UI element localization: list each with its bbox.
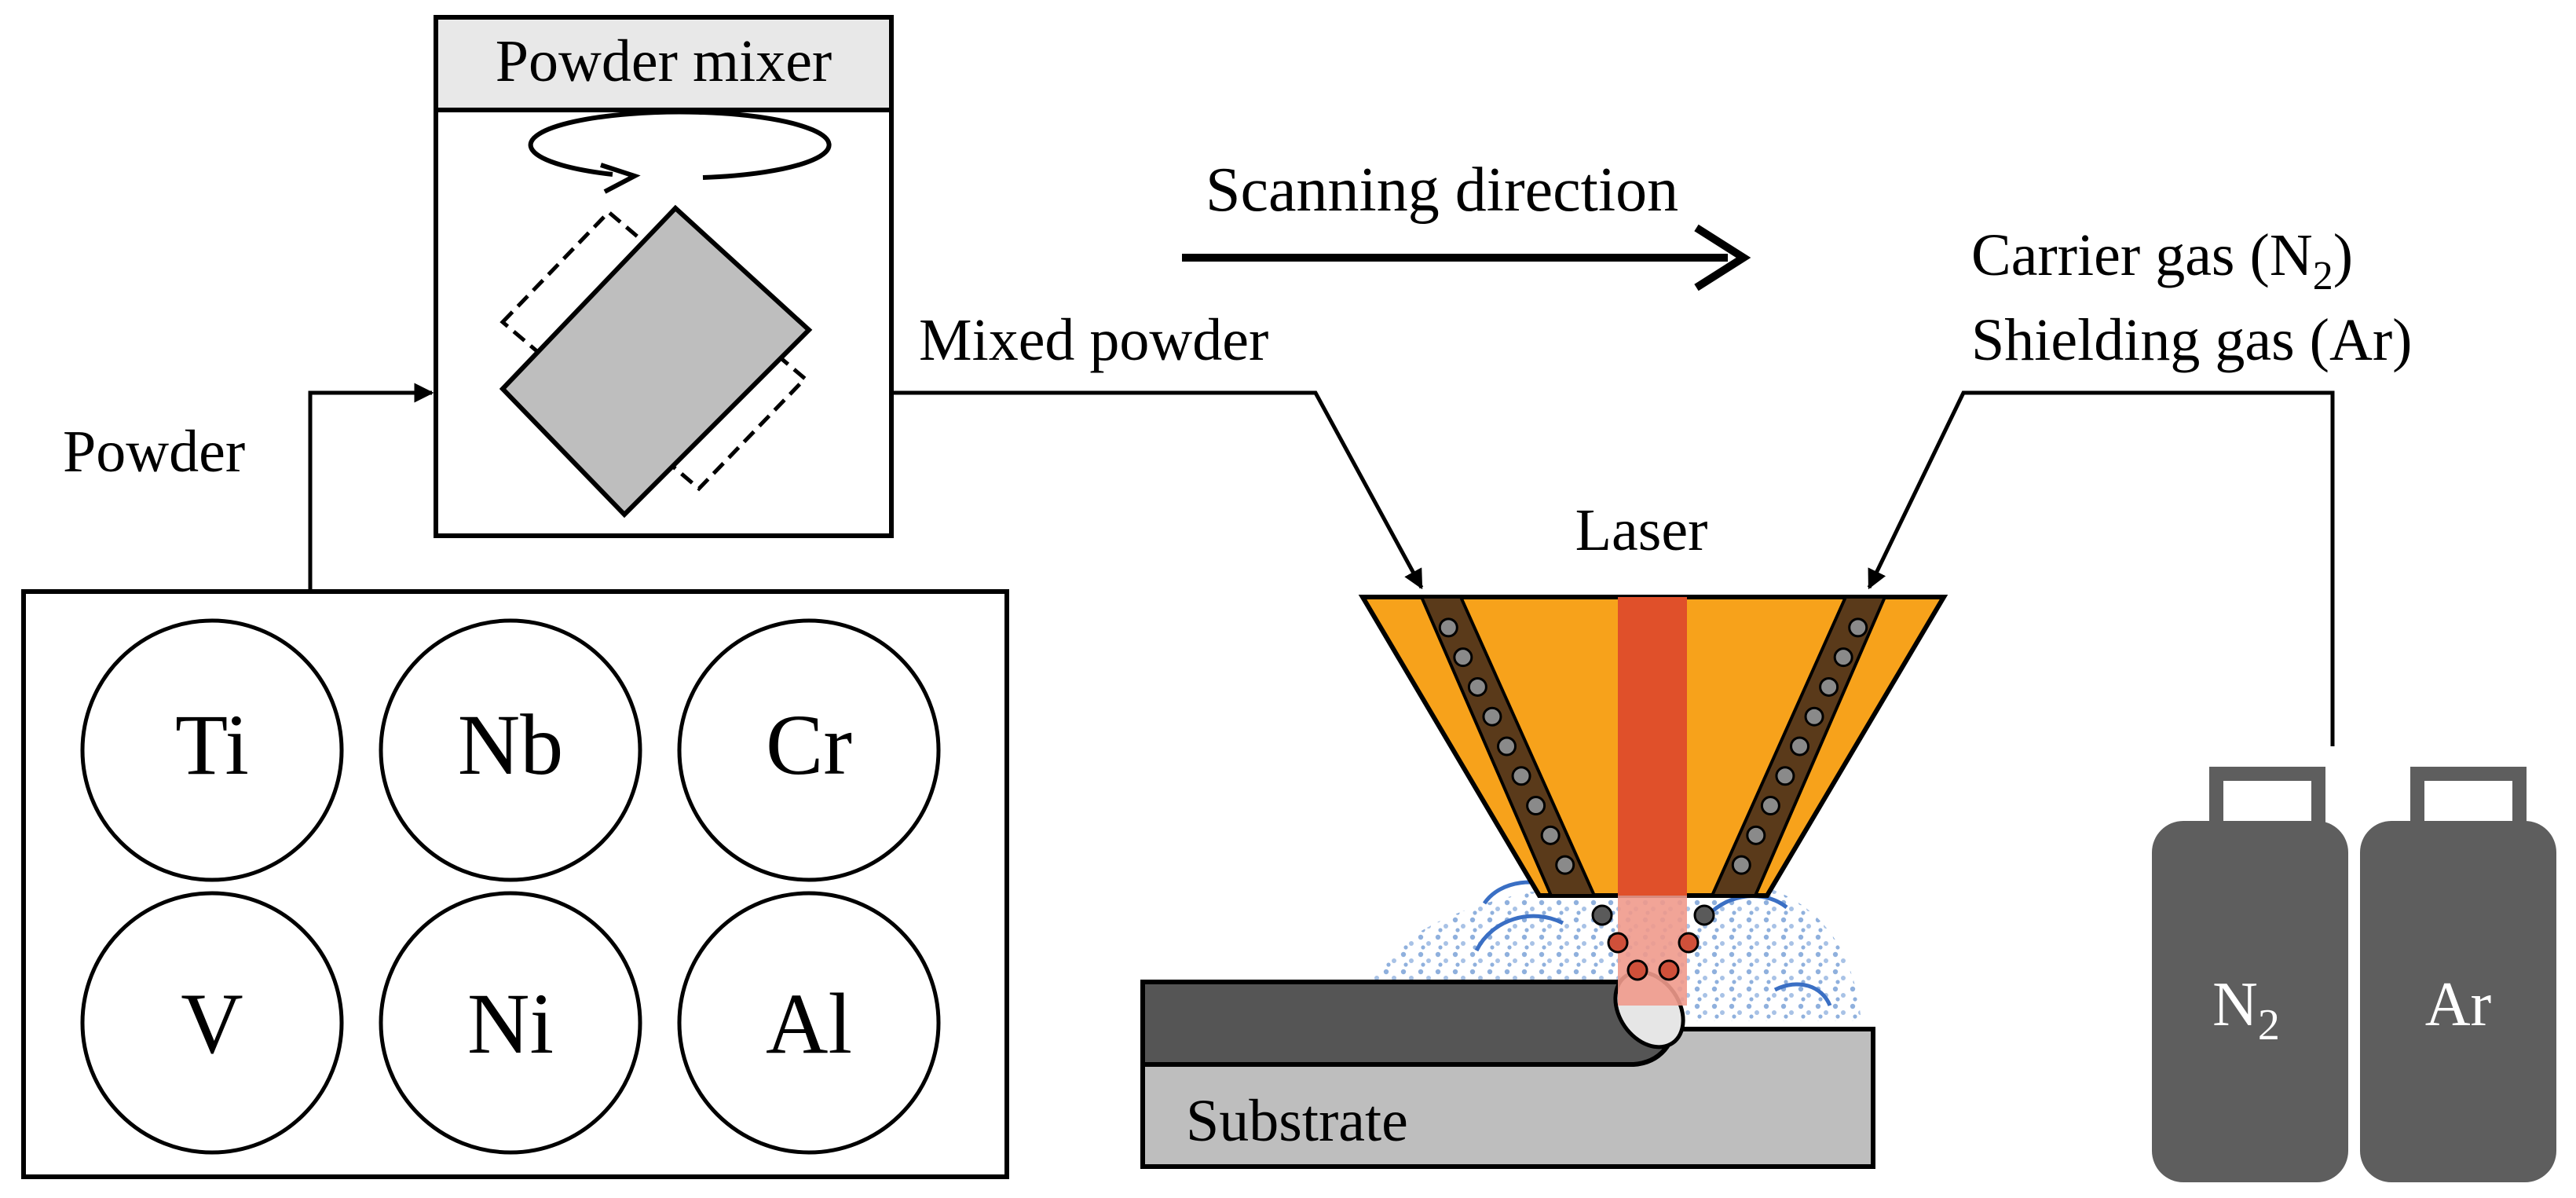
element-label: Nb [458, 697, 563, 793]
mixed-powder-label: Mixed powder [919, 307, 1268, 373]
scanning-direction: Scanning direction [1182, 156, 1751, 291]
powder-particle [1790, 736, 1809, 757]
gas-supply: Carrier gas (N2) Shielding gas (Ar) [1867, 222, 2412, 746]
element-box: Ti Nb Cr V Ni Al [21, 589, 1009, 1179]
element-label: V [181, 976, 243, 1072]
powder-particle [1678, 932, 1700, 954]
element-circle: Nb [379, 618, 642, 882]
powder-particle [1540, 825, 1561, 845]
ar-cylinder-label: Ar [2425, 970, 2491, 1039]
cloud-swirl [1773, 982, 1832, 1007]
powder-particle [1526, 796, 1546, 816]
powder-feed-line: Powder [63, 383, 434, 592]
powder-particle [1555, 855, 1575, 875]
powder-particle [1607, 932, 1629, 954]
gas-line [1867, 390, 2335, 746]
mixer-header [434, 15, 894, 112]
mixer-container [499, 204, 813, 518]
powder-particle [1746, 825, 1766, 845]
gas-cylinder-ar: Ar [2360, 767, 2556, 1182]
carrier-gas-label: Carrier gas (N2) [1971, 222, 2353, 299]
substrate-label: Substrate [1186, 1088, 1408, 1154]
cylinder-body [2360, 821, 2556, 1182]
powder-particle [1833, 647, 1853, 668]
powder-particle [1731, 855, 1751, 875]
powder-particle [1775, 766, 1795, 786]
cylinder-handle [2410, 767, 2527, 836]
scanning-direction-label: Scanning direction [1206, 156, 1678, 225]
element-label: Al [766, 976, 852, 1072]
powder-mixer: Powder mixer [434, 15, 894, 538]
powder-mixer-label: Powder mixer [496, 28, 832, 94]
rotation-arrowhead [600, 163, 641, 194]
powder-particle [1453, 647, 1473, 668]
exit-particles [1591, 904, 1715, 981]
powder-particle [1591, 904, 1613, 926]
laser-label: Laser [1575, 497, 1708, 563]
powder-particle [1658, 959, 1680, 981]
element-label: Ni [467, 976, 554, 1072]
element-circle: Al [677, 891, 941, 1155]
cylinder-handle [2209, 767, 2325, 836]
element-circle: Ni [379, 891, 642, 1155]
powder-label: Powder [63, 419, 245, 485]
scanning-arrowhead [1694, 224, 1751, 291]
cloud-swirl [1474, 914, 1564, 952]
element-circle: V [80, 891, 344, 1155]
powder-particle [1848, 617, 1868, 638]
laser-beam-exit [1618, 896, 1687, 1006]
powder-particles [1438, 617, 1868, 875]
n2-cylinder-label: N2 [2212, 970, 2280, 1050]
powder-particle [1497, 736, 1517, 757]
element-label: Cr [766, 697, 852, 793]
gas-cylinder-n2: N2 [2152, 767, 2348, 1182]
rotation-arrow [528, 109, 832, 180]
powder-particle [1626, 959, 1648, 981]
laser-beam [1618, 597, 1687, 896]
powder-particle [1467, 676, 1487, 697]
shielding-gas-label: Shielding gas (Ar) [1971, 307, 2412, 373]
powder-particle [1819, 676, 1839, 697]
mixed-powder-line: Mixed powder [891, 307, 1424, 590]
substrate-assembly: Substrate [1140, 969, 1875, 1169]
powder-particle [1482, 706, 1502, 727]
powder-particle [1760, 796, 1780, 816]
powder-particle [1438, 617, 1458, 638]
cylinder-body [2152, 821, 2348, 1182]
powder-particle [1804, 706, 1824, 727]
element-circle: Cr [677, 618, 941, 882]
element-label: Ti [175, 697, 249, 793]
clad-layer [1140, 980, 1678, 1067]
element-circle: Ti [80, 618, 344, 882]
nozzle [1358, 595, 1948, 1006]
powder-particle [1511, 766, 1531, 786]
powder-particle [1693, 904, 1715, 926]
